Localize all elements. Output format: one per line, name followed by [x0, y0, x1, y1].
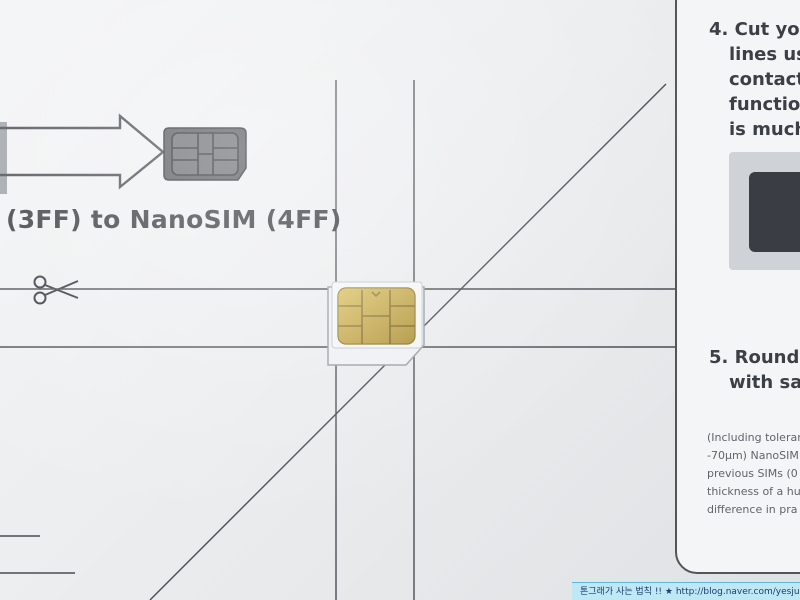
- step-4-text: 4. Cut your lines usi contacts functiona…: [709, 17, 800, 142]
- fine-print-line: -70µm) NanoSIM: [707, 449, 799, 462]
- card-edge-tab: [0, 122, 7, 194]
- sim-chip-icon: [163, 127, 247, 181]
- step-4-line: is much: [729, 119, 800, 140]
- step-4-line: functiona: [729, 94, 800, 115]
- watermark-url: http://blog.naver.com/yesjuns: [675, 587, 800, 597]
- fine-print-line: previous SIMs (0: [707, 467, 798, 480]
- step-4-line: 4. Cut your: [709, 19, 800, 40]
- instruction-panel: 4. Cut your lines usi contacts functiona…: [675, 0, 800, 574]
- step-5-line: with san: [729, 372, 800, 393]
- scissors-icon: [33, 275, 79, 305]
- page-title: (3FF) to NanoSIM (4FF): [6, 205, 342, 234]
- step-4-line: lines usi: [729, 44, 800, 65]
- nano-sim-card: [327, 281, 425, 366]
- example-chip-image: [749, 172, 800, 252]
- fine-print-line: thickness of a hu: [707, 485, 800, 498]
- fine-print: (Including toleran -70µm) NanoSIM previo…: [707, 429, 800, 519]
- step-4-line: contacts: [729, 69, 800, 90]
- step-5-line: 5. Round th: [709, 347, 800, 368]
- example-photo: [729, 152, 800, 270]
- arrow-icon: [0, 113, 165, 190]
- step-5-text: 5. Round th with san: [709, 345, 800, 395]
- watermark-korean: 톤그래가 사는 법칙 !! ★: [580, 587, 673, 597]
- blog-watermark: 톤그래가 사는 법칙 !! ★ http://blog.naver.com/ye…: [572, 582, 800, 600]
- margin-ticks: [0, 535, 75, 574]
- fine-print-line: (Including toleran: [707, 431, 800, 444]
- fine-print-line: difference in pra: [707, 503, 798, 516]
